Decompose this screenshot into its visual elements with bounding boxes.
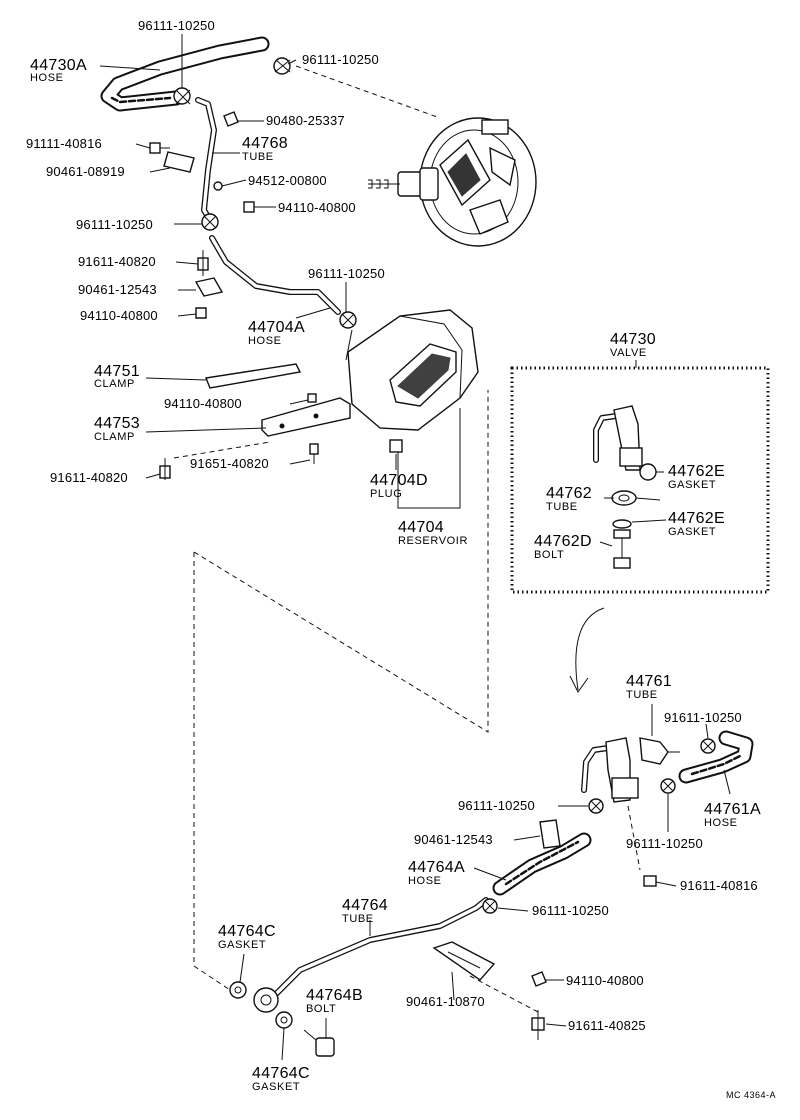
label-94110-40800: 94110-40800 [278,200,356,215]
label-96111-10250: 96111-10250 [626,836,703,851]
label-94110-40800: 94110-40800 [164,396,242,411]
label-94110-40800: 94110-40800 [80,308,158,323]
label-valve: VALVE [610,347,647,359]
hose-44704a [209,235,341,315]
label-gasket: GASKET [668,526,716,538]
label-44768: 44768 [242,135,288,152]
label-hose: HOSE [30,72,64,84]
label-gasket: GASKET [668,479,716,491]
clamp-44753 [261,393,351,437]
label-reservoir: RESERVOIR [398,535,468,547]
label-44761a: 44761A [704,801,761,818]
brake-booster [368,117,537,247]
label-hose: HOSE [408,875,442,887]
tube-44764 [269,897,498,1001]
label-tube: TUBE [546,501,578,513]
label-44764a: 44764A [408,859,465,876]
hose-44761a [678,730,754,784]
label-44762: 44762 [546,485,592,502]
label-44753: 44753 [94,415,140,432]
leader-lines [99,34,731,1061]
label-91611-40825: 91611-40825 [568,1018,646,1033]
diagram-code: MC 4364-A [726,1090,776,1100]
label-44751: 44751 [94,363,140,380]
label-44704d: 44704D [370,472,428,489]
label-44704a: 44704A [248,319,305,336]
label-96111-10250: 96111-10250 [532,903,609,918]
reservoir-44704 [345,309,479,431]
label-44764: 44764 [342,897,388,914]
label-96111-10250: 96111-10250 [308,266,385,281]
label-hose: HOSE [704,817,738,829]
label-94512-00800: 94512-00800 [248,173,327,188]
valve-assembly [581,737,716,814]
tube-44768 [195,97,217,227]
label-90461-10870: 90461-10870 [406,994,485,1009]
label-94110-40800: 94110-40800 [566,973,644,988]
label-plug: PLUG [370,488,402,500]
label-tube: TUBE [342,913,374,925]
label-gasket: GASKET [252,1081,300,1093]
label-96111-10250: 96111-10250 [302,52,379,67]
label-clamp: CLAMP [94,378,135,390]
label-90461-08919: 90461-08919 [46,164,125,179]
label-44764c: 44764C [252,1065,310,1082]
label-91651-40820: 91651-40820 [190,456,269,471]
label-44761: 44761 [626,673,672,690]
label-90461-12543: 90461-12543 [414,832,493,847]
label-bolt: BOLT [306,1003,336,1015]
label-44762d: 44762D [534,533,592,550]
label-91611-40816: 91611-40816 [680,878,758,893]
hose-clip [194,250,357,329]
hose-44764a [492,819,592,896]
label-clamp: CLAMP [94,431,135,443]
label-tube: TUBE [242,151,274,163]
bolt-set [159,439,403,480]
label-bolt: BOLT [534,549,564,561]
fastener-set [149,111,255,231]
label-44762e: 44762E [668,510,725,527]
label-44730: 44730 [610,331,656,348]
label-90461-12543: 90461-12543 [78,282,157,297]
label-90480-25337: 90480-25337 [266,113,345,128]
label-tube: TUBE [626,689,658,701]
label-44764b: 44764B [306,987,363,1004]
label-96111-10250: 96111-10250 [138,18,215,33]
label-44704: 44704 [398,519,444,536]
hose-44730a [100,36,270,112]
label-96111-10250: 96111-10250 [76,217,153,232]
label-44730a: 44730A [30,57,87,74]
clamp-44751 [205,363,302,389]
label-96111-10250: 96111-10250 [458,798,535,813]
label-44762e: 44762E [668,463,725,480]
label-44764c: 44764C [218,923,276,940]
label-hose: HOSE [248,335,282,347]
label-91611-40820: 91611-40820 [78,254,156,269]
bracket-90461-10870 [432,941,496,981]
label-gasket: GASKET [218,939,266,951]
label-91611-40820: 91611-40820 [50,470,128,485]
label-91611-10250: 91611-10250 [664,710,742,725]
label-91111-40816: 91111-40816 [26,136,102,151]
bolt-set [531,971,547,1040]
part-labels: 44730A HOSE 96111-10250 96111-10250 9048… [26,18,776,1100]
